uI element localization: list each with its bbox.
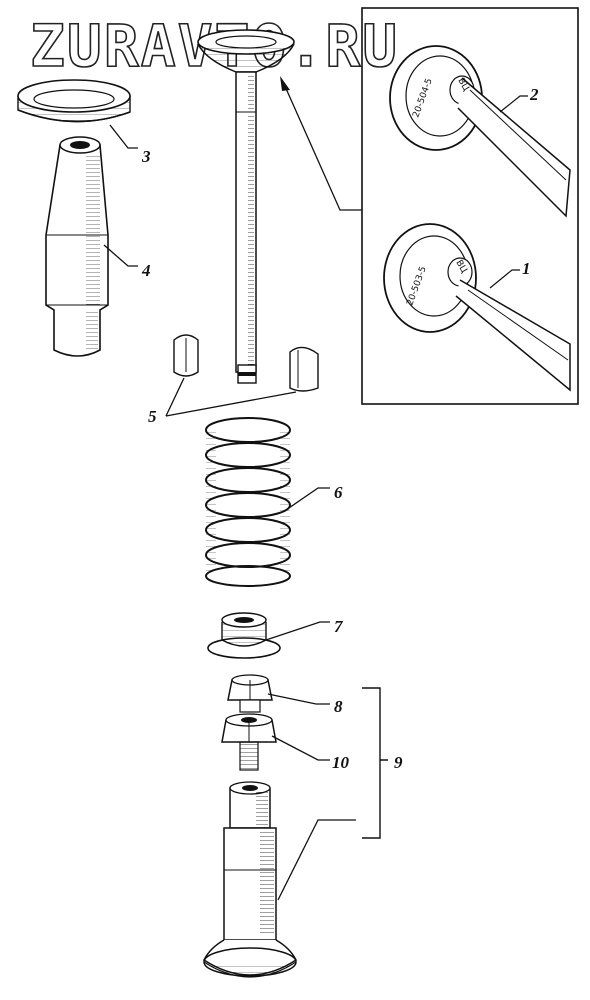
callout-8: 8 — [334, 697, 343, 716]
callout-6: 6 — [334, 483, 343, 502]
callout-4: 4 — [141, 261, 151, 280]
part-7-spring-retainer — [207, 612, 281, 659]
leader-6 — [285, 487, 330, 511]
part-8-adjusting-bolt — [227, 674, 273, 713]
callout-5: 5 — [148, 407, 157, 426]
callout-10: 10 — [332, 753, 350, 772]
leader-4 — [103, 244, 138, 267]
leader-10 — [271, 735, 330, 761]
leader-tappet — [277, 819, 356, 901]
leader-3 — [109, 124, 138, 149]
part-3-valve-seat-ring — [17, 79, 131, 123]
leader-2 — [499, 95, 528, 113]
leader-8 — [267, 693, 330, 705]
inset-valve-1: 20-503-5 ВЦ — [383, 223, 571, 392]
leader-5b — [165, 391, 297, 417]
callout-2: 2 — [529, 85, 539, 104]
part-4-valve-guide — [45, 136, 109, 357]
leader-7 — [265, 621, 330, 641]
leader-1 — [489, 269, 520, 289]
callout-1: 1 — [522, 259, 531, 278]
inset-valve-2: 20-504-5 ВЦ — [389, 45, 571, 218]
part-5-valve-keepers — [173, 334, 319, 392]
callout-3: 3 — [141, 147, 151, 166]
reference-arrow — [280, 76, 362, 211]
callout-7: 7 — [334, 617, 344, 636]
valve-tappet — [203, 781, 297, 978]
valve — [197, 29, 295, 384]
leader-5a — [165, 377, 185, 417]
bracket-9 — [362, 687, 388, 839]
detail-inset: 20-504-5 ВЦ 20-503-5 ВЦ — [361, 7, 579, 405]
part-10-lock-nut — [221, 713, 277, 771]
part-6-valve-spring — [205, 417, 291, 587]
leader-lines — [103, 124, 356, 901]
callout-9: 9 — [394, 753, 403, 772]
